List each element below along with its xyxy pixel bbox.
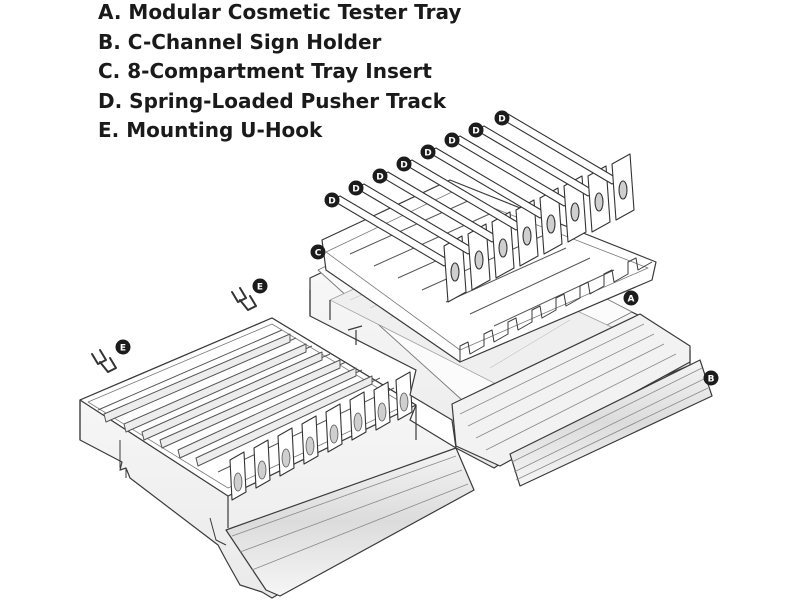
left-tray-sign-holder	[225, 447, 475, 597]
pusher-track-1	[331, 195, 467, 303]
callout-d-3	[372, 168, 388, 184]
svg-text:D: D	[400, 161, 407, 171]
callout-d-5	[420, 144, 436, 160]
callout-e-upper	[252, 278, 268, 294]
callout-c: C	[310, 244, 326, 260]
svg-text:A: A	[628, 295, 635, 305]
parts-legend: A. Modular Cosmetic Tester Tray B. C-Cha…	[98, 0, 461, 146]
u-hooks-e	[91, 287, 257, 373]
pusher-track-4	[403, 159, 539, 267]
callout-a: A	[623, 290, 639, 306]
callout-e-lower	[115, 339, 131, 355]
svg-text:E: E	[120, 344, 126, 354]
callout-d-4	[396, 156, 412, 172]
callout-d-8	[494, 110, 510, 126]
callout-d-2	[348, 180, 364, 196]
legend-item-a: A. Modular Cosmetic Tester Tray	[98, 0, 462, 24]
callout-b: B	[703, 370, 719, 386]
svg-text:D: D	[376, 173, 383, 183]
u-hook-lower	[91, 349, 117, 373]
pusher-track-8	[499, 113, 635, 221]
sign-holder-b	[509, 359, 713, 487]
callout-e-group: E E	[115, 278, 268, 355]
svg-text:E: E	[257, 283, 263, 293]
legend-item-b: B. C-Channel Sign Holder	[98, 29, 382, 54]
svg-text:D: D	[472, 127, 479, 137]
svg-text:D: D	[498, 115, 505, 125]
callout-d-7	[468, 122, 484, 138]
svg-text:D: D	[352, 185, 359, 195]
pusher-track-6	[451, 135, 587, 243]
callout-d-1	[324, 192, 340, 208]
svg-text:D: D	[424, 149, 431, 159]
svg-text:D: D	[328, 197, 335, 207]
svg-text:C: C	[315, 249, 322, 259]
callout-d-group: D D D D D D D D	[324, 110, 510, 208]
legend-item-e: E. Mounting U-Hook	[98, 118, 323, 142]
svg-text:D: D	[448, 137, 455, 147]
pusher-track-2	[355, 183, 491, 291]
legend-item-d: D. Spring-Loaded Pusher Track	[98, 88, 446, 113]
legend-item-c: C. 8-Compartment Tray Insert	[98, 59, 432, 83]
callout-d-6	[444, 132, 460, 148]
u-hook-upper	[231, 287, 257, 311]
svg-text:B: B	[708, 375, 715, 385]
left-assembled-tray	[79, 317, 475, 599]
